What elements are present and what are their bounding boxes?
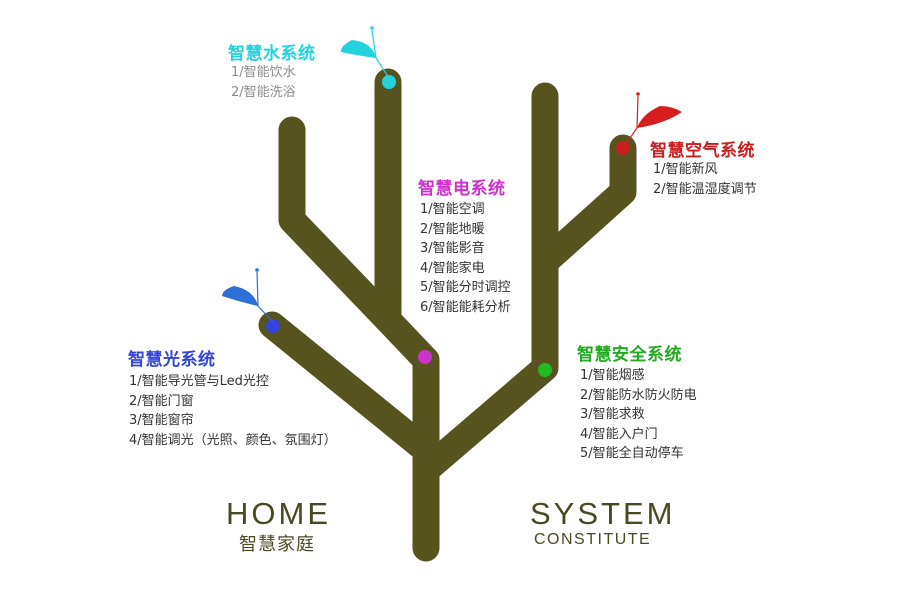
water-node [382, 75, 396, 89]
air-branch [531, 134, 637, 276]
list-item: 1/智能导光管与Led光控 [129, 374, 269, 389]
air-items: 1/智能新风 2/智能温湿度调节 [653, 160, 757, 199]
list-item: 5/智能全自动停车 [580, 446, 684, 461]
list-item: 2/智能地暖 [420, 221, 485, 237]
constitute-word: CONSTITUTE [534, 531, 652, 548]
light-title: 智慧光系统 [128, 350, 216, 370]
list-item: 2/智能门窗 [129, 393, 194, 409]
system-word: SYSTEM [530, 496, 676, 531]
security-title: 智慧安全系统 [577, 345, 682, 365]
list-item: 3/智能求救 [580, 407, 645, 422]
list-item: 2/智能防水防火防电 [580, 387, 697, 403]
water-title: 智慧水系统 [228, 44, 316, 64]
home-word: HOME [226, 496, 331, 531]
list-item: 6/智能能耗分析 [420, 299, 511, 315]
leaf-icon-air [622, 92, 682, 149]
electric-node [418, 350, 432, 364]
list-item: 3/智能窗帘 [129, 413, 194, 428]
electric-items: 1/智能空调 2/智能地暖 3/智能影音 4/智能家电 5/智能分时调控 6/智… [420, 200, 511, 317]
list-item: 3/智能影音 [420, 241, 485, 256]
leaf-icon-water [340, 26, 390, 79]
list-item: 1/智能空调 [420, 202, 485, 217]
list-item: 5/智能分时调控 [420, 280, 511, 295]
leaf-icon-light [222, 268, 274, 323]
air-title: 智慧空气系统 [650, 141, 755, 161]
list-item: 1/智能饮水 [231, 65, 296, 80]
list-item: 2/智能洗浴 [231, 84, 296, 100]
list-item: 4/智能入户门 [580, 426, 658, 442]
electric-title: 智慧电系统 [418, 179, 506, 199]
list-item: 4/智能调光（光照、颜色、氛围灯） [129, 432, 337, 448]
light-items: 1/智能导光管与Led光控 2/智能门窗 3/智能窗帘 4/智能调光（光照、颜色… [129, 372, 337, 450]
water-left-branch [278, 116, 402, 334]
home-cn-word: 智慧家庭 [239, 534, 315, 555]
list-item: 2/智能温湿度调节 [653, 181, 757, 197]
nodes [266, 75, 630, 377]
water-items: 1/智能饮水 2/智能洗浴 [231, 63, 296, 102]
list-item: 4/智能家电 [420, 260, 485, 276]
light-node [266, 319, 280, 333]
security-items: 1/智能烟感 2/智能防水防火防电 3/智能求救 4/智能入户门 5/智能全自动… [580, 366, 697, 464]
security-node [538, 363, 552, 377]
list-item: 1/智能新风 [653, 162, 718, 177]
list-item: 1/智能烟感 [580, 368, 645, 383]
